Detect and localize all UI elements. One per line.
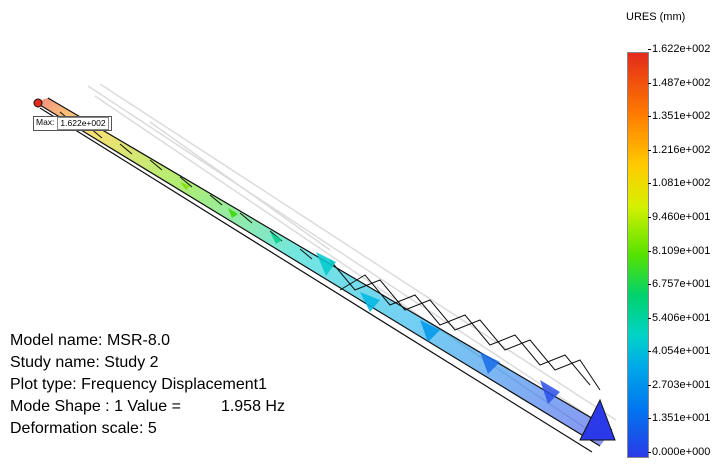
undeformed-ghost-shape	[87, 83, 617, 439]
legend-tick-label: 2.703e+001	[647, 378, 711, 391]
legend-tick-label: 1.351e+001	[647, 412, 711, 425]
probe-label: Max:	[36, 117, 55, 127]
deformation-scale-text: Deformation scale: 5	[10, 420, 157, 437]
legend-tick-label: 1.487e+002	[647, 76, 711, 89]
color-legend-bar	[627, 52, 649, 458]
legend-tick-label: 8.109e+001	[647, 244, 711, 257]
deformed-truss	[33, 97, 616, 453]
study-name-text: Study name: Study 2	[10, 354, 159, 371]
legend-tick-label: 1.351e+002	[647, 110, 711, 123]
mode-shape-line: Mode Shape : 1 Value = 1.958 Hz	[10, 396, 285, 418]
plot-type-text: Plot type: Frequency Displacement1	[10, 376, 268, 393]
mode-value-text: 1.958 Hz	[220, 398, 285, 415]
probe-value: 1.622e+002	[57, 117, 109, 130]
legend-tick-label: 6.757e+001	[647, 278, 711, 291]
legend-tick-label: 1.622e+002	[647, 43, 711, 55]
max-probe-label: Max: 1.622e+002	[33, 116, 112, 131]
mode-shape-text: Mode Shape : 1 Value =	[10, 398, 181, 415]
legend-tick-label: 0.000e+000	[647, 446, 711, 458]
legend-tick-label: 1.216e+002	[647, 143, 711, 156]
legend-title: URES (mm)	[626, 11, 686, 23]
legend-tick-label: 5.406e+001	[647, 311, 711, 324]
legend-tick-label: 9.460e+001	[647, 210, 711, 223]
model-name-text: Model name: MSR-8.0	[10, 332, 171, 349]
legend-tick-label: 4.054e+001	[647, 345, 711, 358]
study-info-block: Model name: MSR-8.0 Study name: Study 2 …	[10, 330, 285, 440]
truss-color-panels	[180, 182, 560, 404]
legend-tick-label: 1.081e+002	[647, 177, 711, 190]
